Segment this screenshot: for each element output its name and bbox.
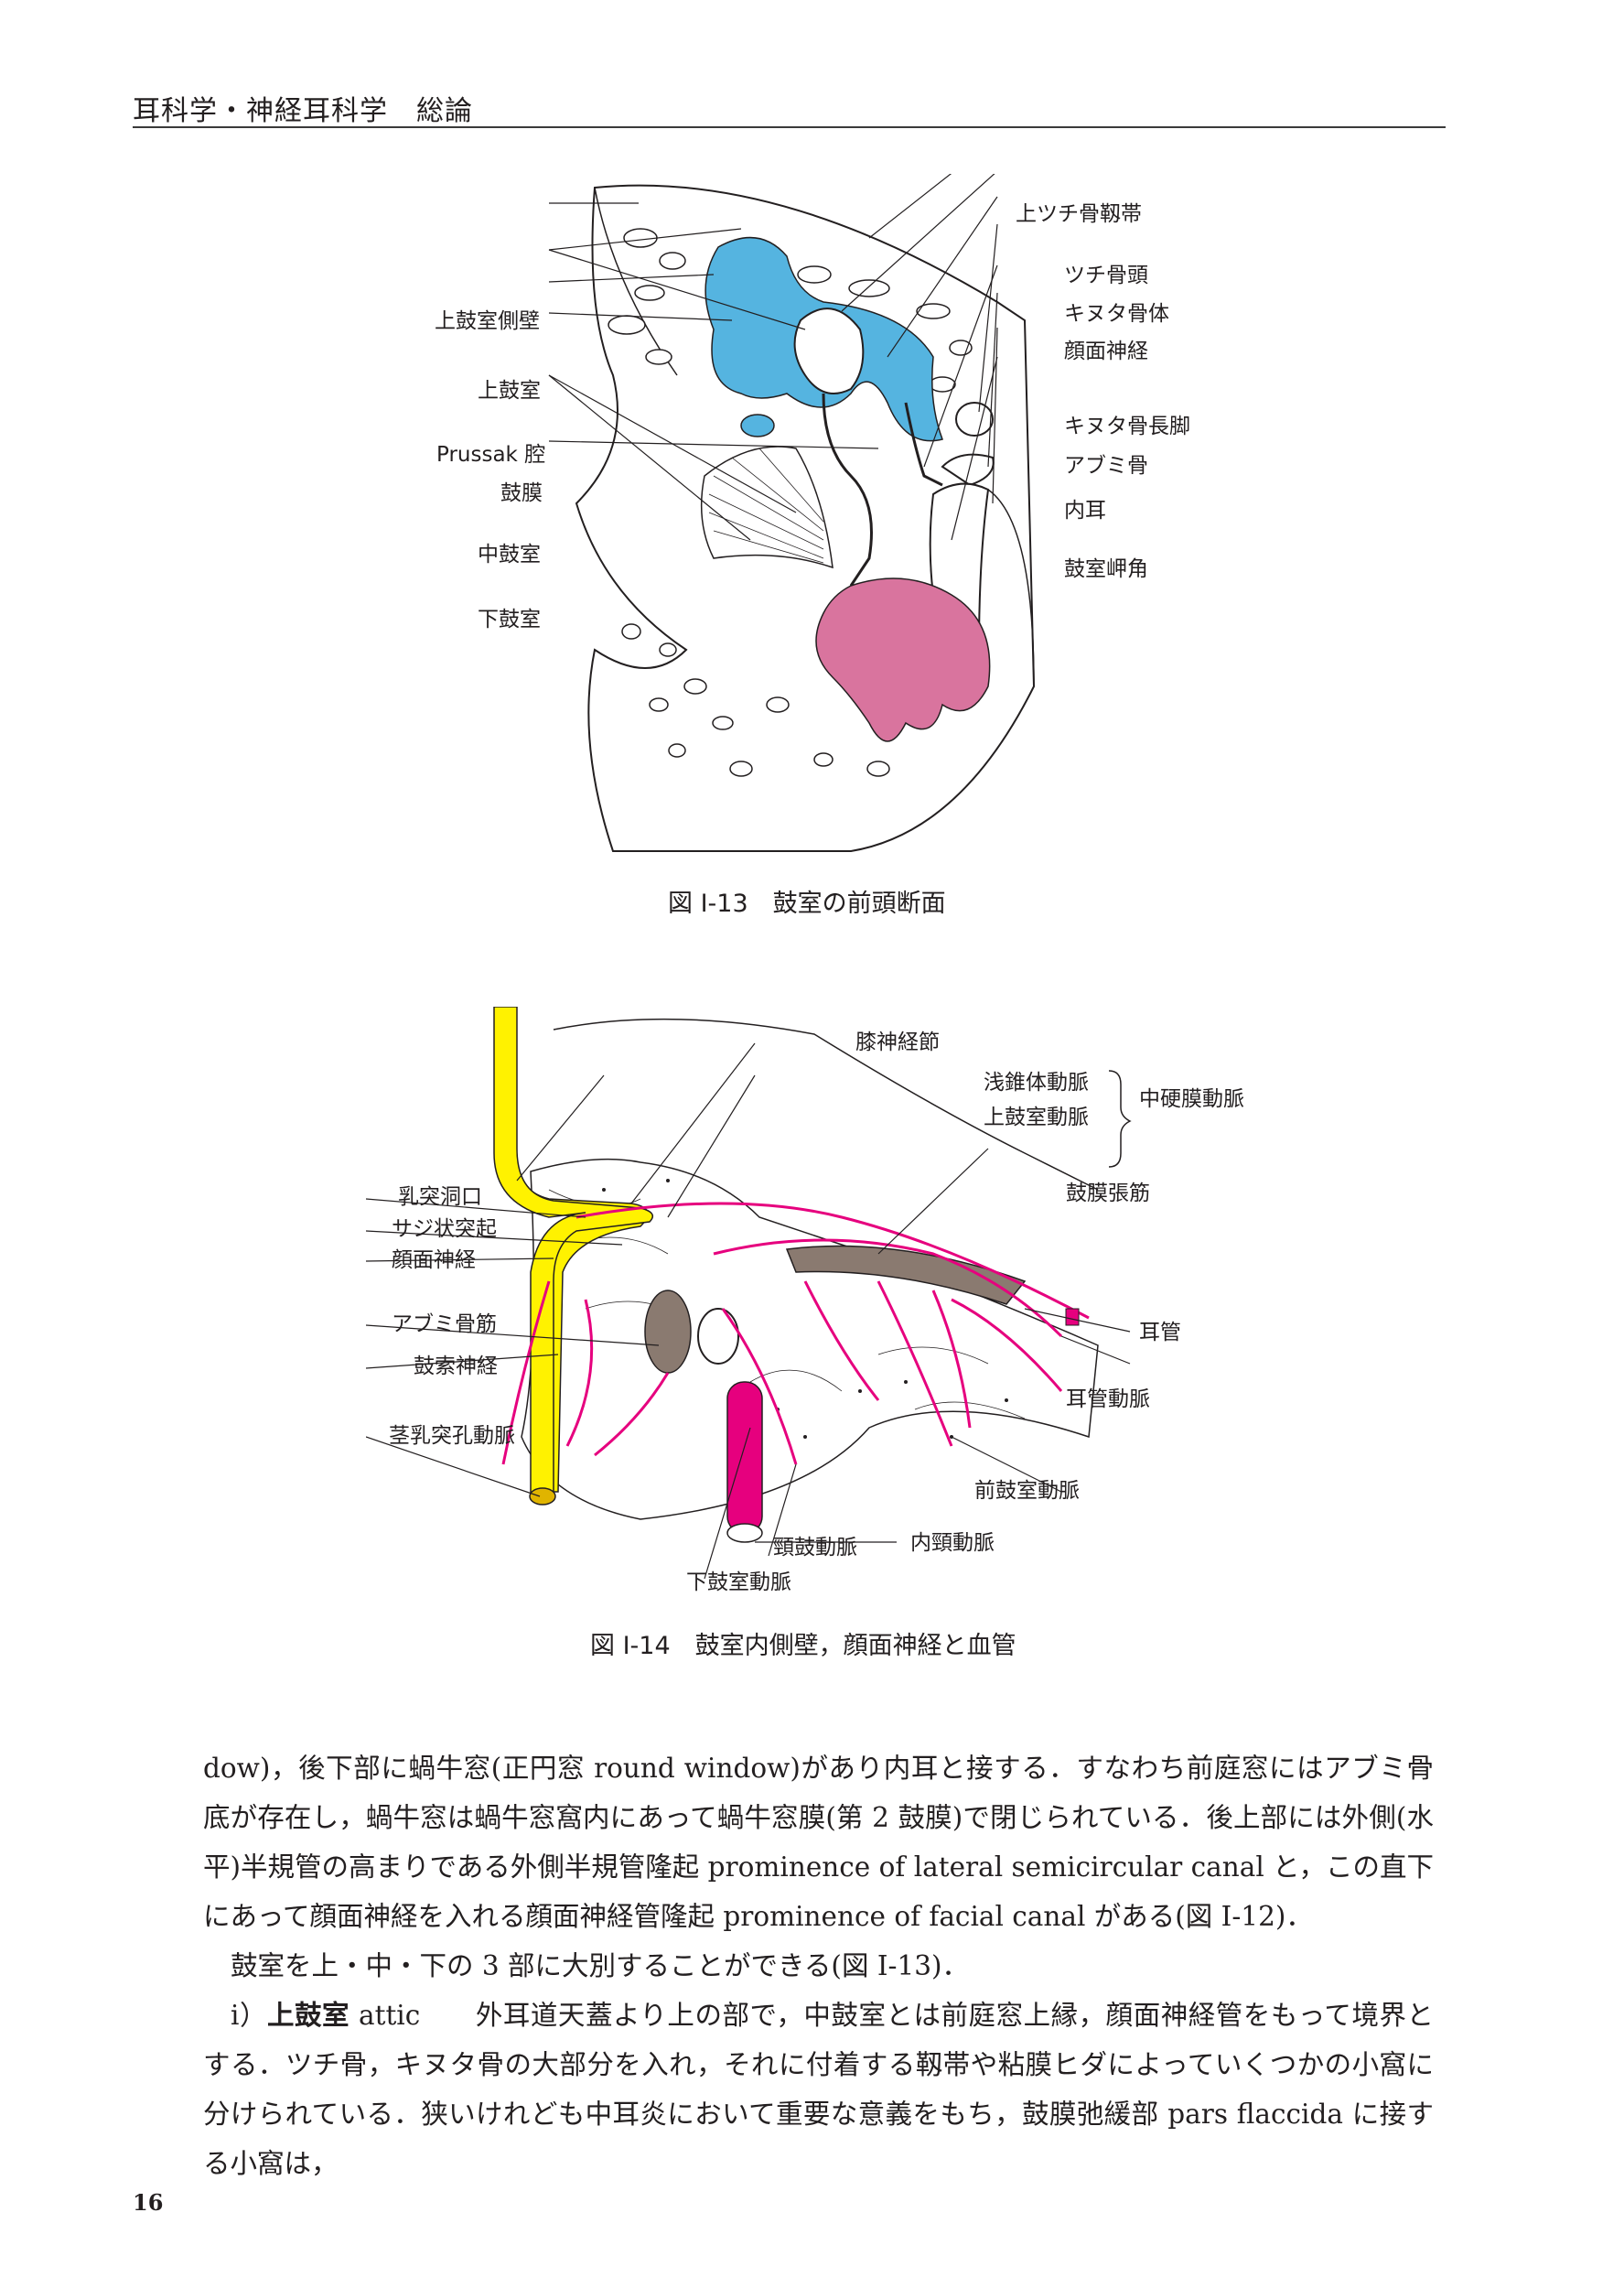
label-incus-body: キヌタ骨体 — [1064, 302, 1169, 326]
label-stapes: アブミ骨 — [1064, 454, 1148, 478]
paragraph-3-text: attic 外耳道天蓋より上の部で，中鼓室とは前庭窓上縁，顔面神経管をもって境界… — [203, 2000, 1435, 2179]
figure-14-caption: 図 Ⅰ-14 鼓室内側壁，顔面神経と血管 — [590, 1632, 1016, 1660]
label-promontory: 鼓室岬角 — [1064, 557, 1148, 581]
label-cochleariform-process: サジ状突起 — [392, 1217, 497, 1241]
paragraph-3: ⅰ）上鼓室 attic 外耳道天蓋より上の部で，中鼓室とは前庭窓上縁，顔面神経管… — [203, 1991, 1434, 2188]
figure-14: 乳突洞口 サジ状突起 顔面神経 アブミ骨筋 鼓索神経 茎乳突孔動脈 膝神経節 浅… — [366, 1007, 1281, 1638]
figure-14-illustration — [366, 1007, 1132, 1580]
label-facial-nerve: 顔面神経 — [1064, 340, 1148, 363]
figure-13: 上鼓室側壁 上鼓室 Prussak 腔 鼓膜 中鼓室 下鼓室 上ツチ骨靱帯 ツチ… — [393, 174, 1263, 888]
label-caroticotympanic-artery: 頸鼓動脈 — [773, 1536, 857, 1560]
label-eustachian-tube: 耳管 — [1139, 1321, 1181, 1344]
figure-13-caption: 図 Ⅰ-13 鼓室の前頭断面 — [668, 890, 946, 918]
label-inferior-tympanic-artery: 下鼓室動脈 — [686, 1570, 791, 1594]
label-malleus-head: ツチ骨頭 — [1064, 264, 1148, 287]
paragraph-2: 鼓室を上・中・下の 3 部に大別することができる(図 Ⅰ-13)． — [231, 1950, 969, 1981]
label-middle-meningeal-artery: 中硬膜動脈 — [1139, 1087, 1244, 1111]
header-rule — [133, 126, 1446, 128]
paragraph-1: dow)，後下部に蝸牛窓(正円窓 round window)があり内耳と接する．… — [203, 1753, 1434, 1932]
paragraph-3-prefix: ⅰ） — [231, 2000, 267, 2031]
label-tympanic-membrane: 鼓膜 — [500, 481, 543, 505]
label-internal-carotid-artery: 内頸動脈 — [910, 1531, 995, 1555]
label-aditus-ad-antrum: 乳突洞口 — [398, 1185, 482, 1209]
figure-13-illustration — [548, 174, 1036, 852]
body-text: dow)，後下部に蝸牛窓(正円窓 round window)があり内耳と接する．… — [203, 1743, 1434, 2188]
label-inner-ear: 内耳 — [1064, 499, 1106, 523]
label-eustachian-tube-artery: 耳管動脈 — [1066, 1387, 1150, 1411]
label-mesotympanum: 中鼓室 — [478, 543, 541, 567]
label-stapedius-muscle: アブミ骨筋 — [392, 1312, 497, 1336]
label-geniculate-ganglion: 膝神経節 — [855, 1031, 940, 1054]
label-incus-long-process: キヌタ骨長脚 — [1064, 415, 1190, 438]
label-stylomastoid-artery: 茎乳突孔動脈 — [389, 1424, 515, 1448]
label-hypotympanum: 下鼓室 — [478, 608, 541, 631]
label-superficial-petrosal-artery: 浅錐体動脈 — [984, 1071, 1089, 1095]
page-number: 16 — [133, 2189, 164, 2216]
label-anterior-tympanic-artery: 前鼓室動脈 — [974, 1479, 1080, 1503]
label-facial-nerve-14: 顔面神経 — [392, 1248, 476, 1272]
term-attic: 上鼓室 — [267, 2000, 350, 2031]
label-epitympanum: 上鼓室 — [478, 379, 541, 403]
label-prussak-space: Prussak 腔 — [436, 443, 546, 467]
label-tensor-tympani: 鼓膜張筋 — [1066, 1182, 1150, 1205]
label-epitympanum-lateral-wall: 上鼓室側壁 — [435, 309, 540, 333]
label-chorda-tympani: 鼓索神経 — [414, 1354, 498, 1378]
running-head: 耳科学・神経耳科学 総論 — [133, 95, 473, 127]
label-superior-malleolar-ligament: 上ツチ骨靱帯 — [1016, 202, 1142, 226]
label-superior-tympanic-artery: 上鼓室動脈 — [984, 1106, 1089, 1129]
